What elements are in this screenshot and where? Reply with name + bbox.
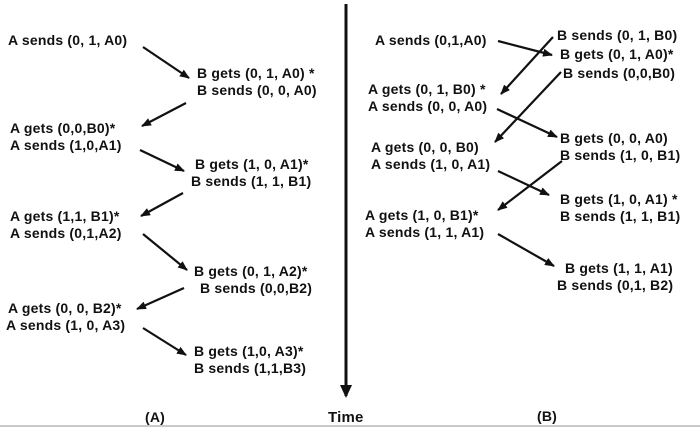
msg-arrow-a-to-b [497, 170, 550, 196]
msg-arrow-a-to-b [496, 108, 558, 138]
event-line: A sends (0,1,A0) [375, 32, 487, 48]
event-line: B sends (1,1,B3) [194, 360, 307, 376]
msg-arrow-a-to-b [142, 46, 190, 79]
msg-arrow-a-to-b [497, 233, 555, 267]
msg-arrow-b-to-a [141, 102, 187, 127]
event-line: B gets (0, 1, A0) * [197, 65, 315, 81]
bottom-edge-line [0, 425, 700, 427]
event-line: A gets (1, 0, B1)* [365, 207, 479, 223]
event-block-a: A gets (0, 0, B2)* A sends (1, 0, A3) [6, 300, 125, 334]
event-line: B gets (1, 1, A1) [565, 260, 673, 276]
event-line: B sends (0,1, B2) [557, 277, 674, 293]
msg-arrow-b-to-a [136, 286, 185, 311]
event-line: B sends (0,0,B2) [200, 280, 313, 296]
event-line: A sends (1, 1, A1) [365, 224, 485, 240]
msg-arrow-b-to-a [494, 71, 562, 143]
event-line: A sends (0, 0, A0) [368, 98, 488, 114]
event-line: B sends (0, 0, A0) [197, 82, 317, 98]
panel-label-b: (B) [537, 408, 558, 424]
event-line: B gets (1,0, A3)* [194, 343, 304, 359]
event-block-a: A sends (0, 1, A0) [8, 32, 127, 49]
event-line: A gets (0, 1, B0) * [368, 81, 486, 97]
msg-arrow-a-to-b [139, 149, 185, 172]
event-block-b: B gets (1, 1, A1) B sends (0,1, B2) [557, 260, 673, 294]
event-line: A sends (1, 0, A1) [371, 156, 491, 172]
panel-label-a: (A) [145, 409, 166, 425]
event-line: B sends (1, 1, B1) [560, 208, 681, 224]
event-line: A gets (0,0,B0)* [10, 120, 116, 136]
event-line: B sends (0,0,B0) [563, 65, 676, 81]
msg-arrow-b-to-a [500, 36, 554, 95]
msg-arrow-a-to-b [142, 233, 188, 271]
event-block-a: A gets (0, 1, B0) * A sends (0, 0, A0) [368, 81, 487, 115]
event-block-b: B gets (1, 0, A1)* B sends (1, 1, B1) [191, 156, 311, 190]
event-line: B gets (1, 0, A1)* [195, 156, 309, 172]
msg-arrow-b-to-a [140, 192, 184, 217]
event-line: A gets (1,1, B1)* [10, 208, 120, 224]
event-block-b: B gets (1,0, A3)* B sends (1,1,B3) [194, 343, 306, 377]
event-line: A sends (1,0,A1) [10, 137, 122, 153]
event-line: A sends (0,1,A2) [10, 225, 122, 241]
event-line: B gets (1, 0, A1) * [560, 191, 678, 207]
event-line: B sends (1, 1, B1) [191, 173, 312, 189]
event-block-a: A gets (0, 0, B0) A sends (1, 0, A1) [371, 139, 490, 173]
event-line: A sends (1, 0, A3) [6, 317, 126, 333]
event-line: A sends (0, 1, A0) [8, 32, 128, 48]
event-line: A gets (0, 0, B2)* [8, 300, 122, 316]
event-block-a: A sends (0,1,A0) [375, 32, 487, 49]
time-axis-label: Time [328, 409, 364, 426]
event-block-b: B gets (0, 1, A0) * B sends (0, 0, A0) [197, 65, 317, 99]
event-block-a: A gets (1, 0, B1)* A sends (1, 1, A1) [365, 207, 484, 241]
event-line: B sends (0, 1, B0) [557, 27, 678, 43]
event-line: B sends (1, 0, B1) [560, 147, 681, 163]
event-block-a: A gets (0,0,B0)* A sends (1,0,A1) [10, 120, 122, 154]
event-line: A gets (0, 0, B0) [371, 139, 479, 155]
event-block-b: B gets (0, 0, A0) B sends (1, 0, B1) [560, 130, 680, 164]
event-block-b: B sends (0, 1, B0) B gets (0, 1, A0)* B … [557, 26, 677, 83]
msg-arrow-a-to-b [142, 327, 187, 356]
event-block-b: B gets (1, 0, A1) * B sends (1, 1, B1) [560, 191, 680, 225]
msg-arrow-a-to-b [497, 39, 553, 57]
event-line: B gets (0, 1, A0)* [560, 46, 674, 62]
event-block-b: B gets (0, 1, A2)* B sends (0,0,B2) [194, 263, 312, 297]
event-line: B gets (0, 0, A0) [560, 130, 668, 146]
event-line: B gets (0, 1, A2)* [194, 263, 308, 279]
event-block-a: A gets (1,1, B1)* A sends (0,1,A2) [10, 208, 122, 242]
